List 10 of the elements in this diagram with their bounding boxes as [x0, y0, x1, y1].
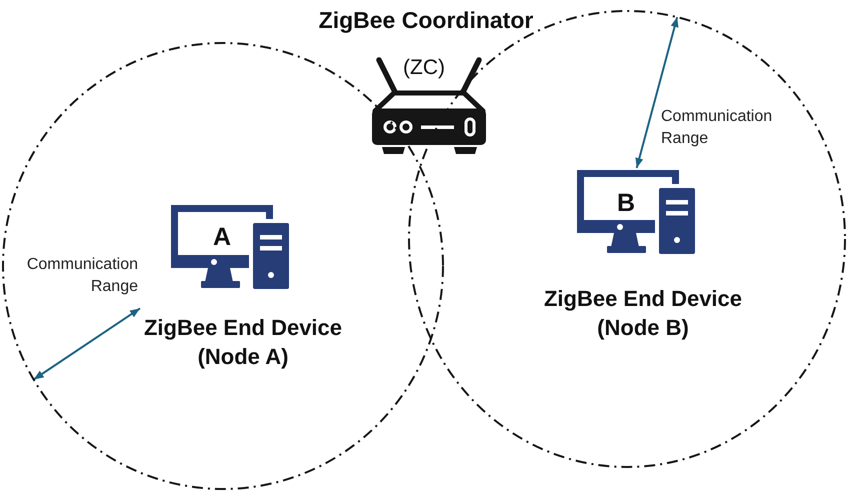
device-caption: ZigBee End Device (Node B) — [542, 285, 744, 342]
edge-label: Communication Range — [661, 107, 774, 149]
node-letter: A — [212, 223, 232, 251]
node-abbreviation: (ZC) — [403, 56, 445, 80]
node-letter: B — [616, 189, 636, 217]
double-headed-arrow — [635, 16, 678, 168]
device-caption: ZigBee End Device (Node A) — [142, 314, 344, 371]
edge-label: Communication Range — [26, 255, 138, 297]
node-title: ZigBee Coordinator — [318, 6, 534, 34]
double-headed-arrow — [33, 308, 141, 380]
